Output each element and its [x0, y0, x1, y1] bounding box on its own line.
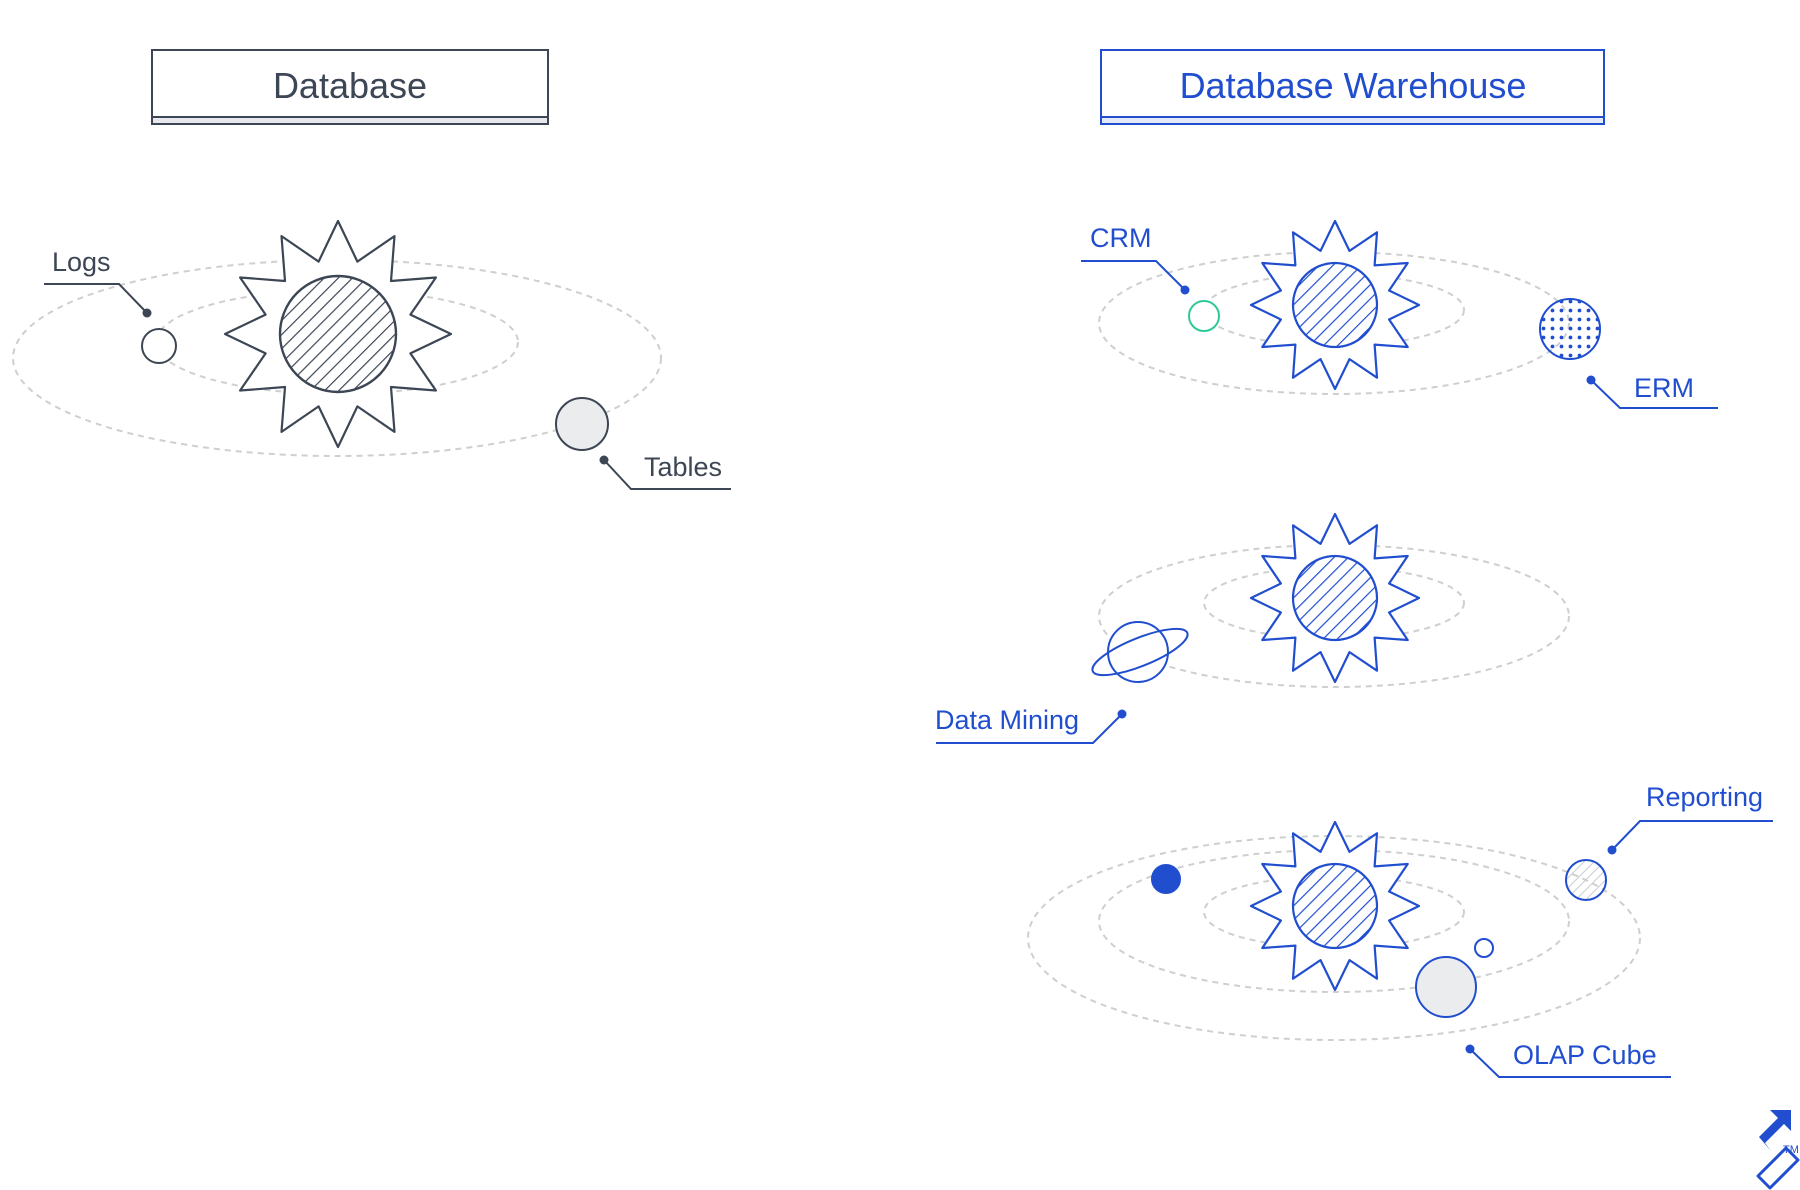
system-3-sun — [1249, 820, 1421, 992]
database-sun — [223, 219, 453, 449]
small-moon — [1474, 938, 1494, 958]
crm-planet — [1188, 300, 1220, 332]
erm-label: ERM — [1634, 373, 1694, 403]
warehouse-system-2: Data Mining — [935, 512, 1570, 744]
database-title-box: Database — [151, 49, 549, 125]
reporting-label: Reporting — [1646, 782, 1763, 812]
data-mining-planet — [1091, 621, 1189, 683]
erm-callout: ERM — [1586, 373, 1718, 409]
system-2-sun-core — [1291, 554, 1379, 642]
database-orbits — [12, 259, 662, 457]
warehouse-title: Database Warehouse — [1180, 65, 1527, 106]
warehouse-panel: Database Warehouse CRM ERM — [935, 49, 1773, 1078]
system-1-sun-core — [1291, 261, 1379, 349]
logs-planet — [141, 328, 177, 364]
data-mining-label: Data Mining — [935, 705, 1079, 735]
olap-cube-label: OLAP Cube — [1513, 1040, 1657, 1070]
warehouse-system-3: Reporting OLAP Cube — [1027, 782, 1773, 1078]
warehouse-system-1: CRM ERM — [1081, 219, 1718, 409]
logs-label: Logs — [52, 247, 111, 277]
tables-planet — [555, 397, 609, 451]
warehouse-title-box: Database Warehouse — [1100, 49, 1605, 125]
reporting-callout: Reporting — [1607, 782, 1773, 855]
database-panel: Database Logs Tables — [12, 49, 731, 490]
system-3-outermost-orbit — [1027, 835, 1641, 1041]
trademark-mark: TM — [1783, 1144, 1799, 1156]
tables-label: Tables — [644, 452, 722, 482]
crm-callout: CRM — [1081, 223, 1190, 295]
solid-blue-planet — [1151, 864, 1181, 894]
toptal-logo-icon: TM — [1756, 1110, 1800, 1190]
system-1-sun — [1249, 219, 1421, 391]
erm-planet — [1539, 298, 1601, 360]
database-outer-orbit — [12, 259, 662, 457]
system-3-sun-core — [1291, 862, 1379, 950]
data-mining-callout: Data Mining — [935, 705, 1127, 744]
tables-callout: Tables — [599, 452, 731, 490]
database-inner-orbit — [155, 289, 519, 395]
olap-cube-callout: OLAP Cube — [1465, 1040, 1671, 1078]
olap-cube-planet — [1415, 956, 1477, 1018]
logs-callout: Logs — [44, 247, 152, 318]
reporting-planet — [1565, 859, 1607, 901]
database-title: Database — [273, 65, 427, 106]
system-2-sun — [1249, 512, 1421, 684]
crm-label: CRM — [1090, 223, 1152, 253]
database-sun-core — [278, 274, 398, 394]
